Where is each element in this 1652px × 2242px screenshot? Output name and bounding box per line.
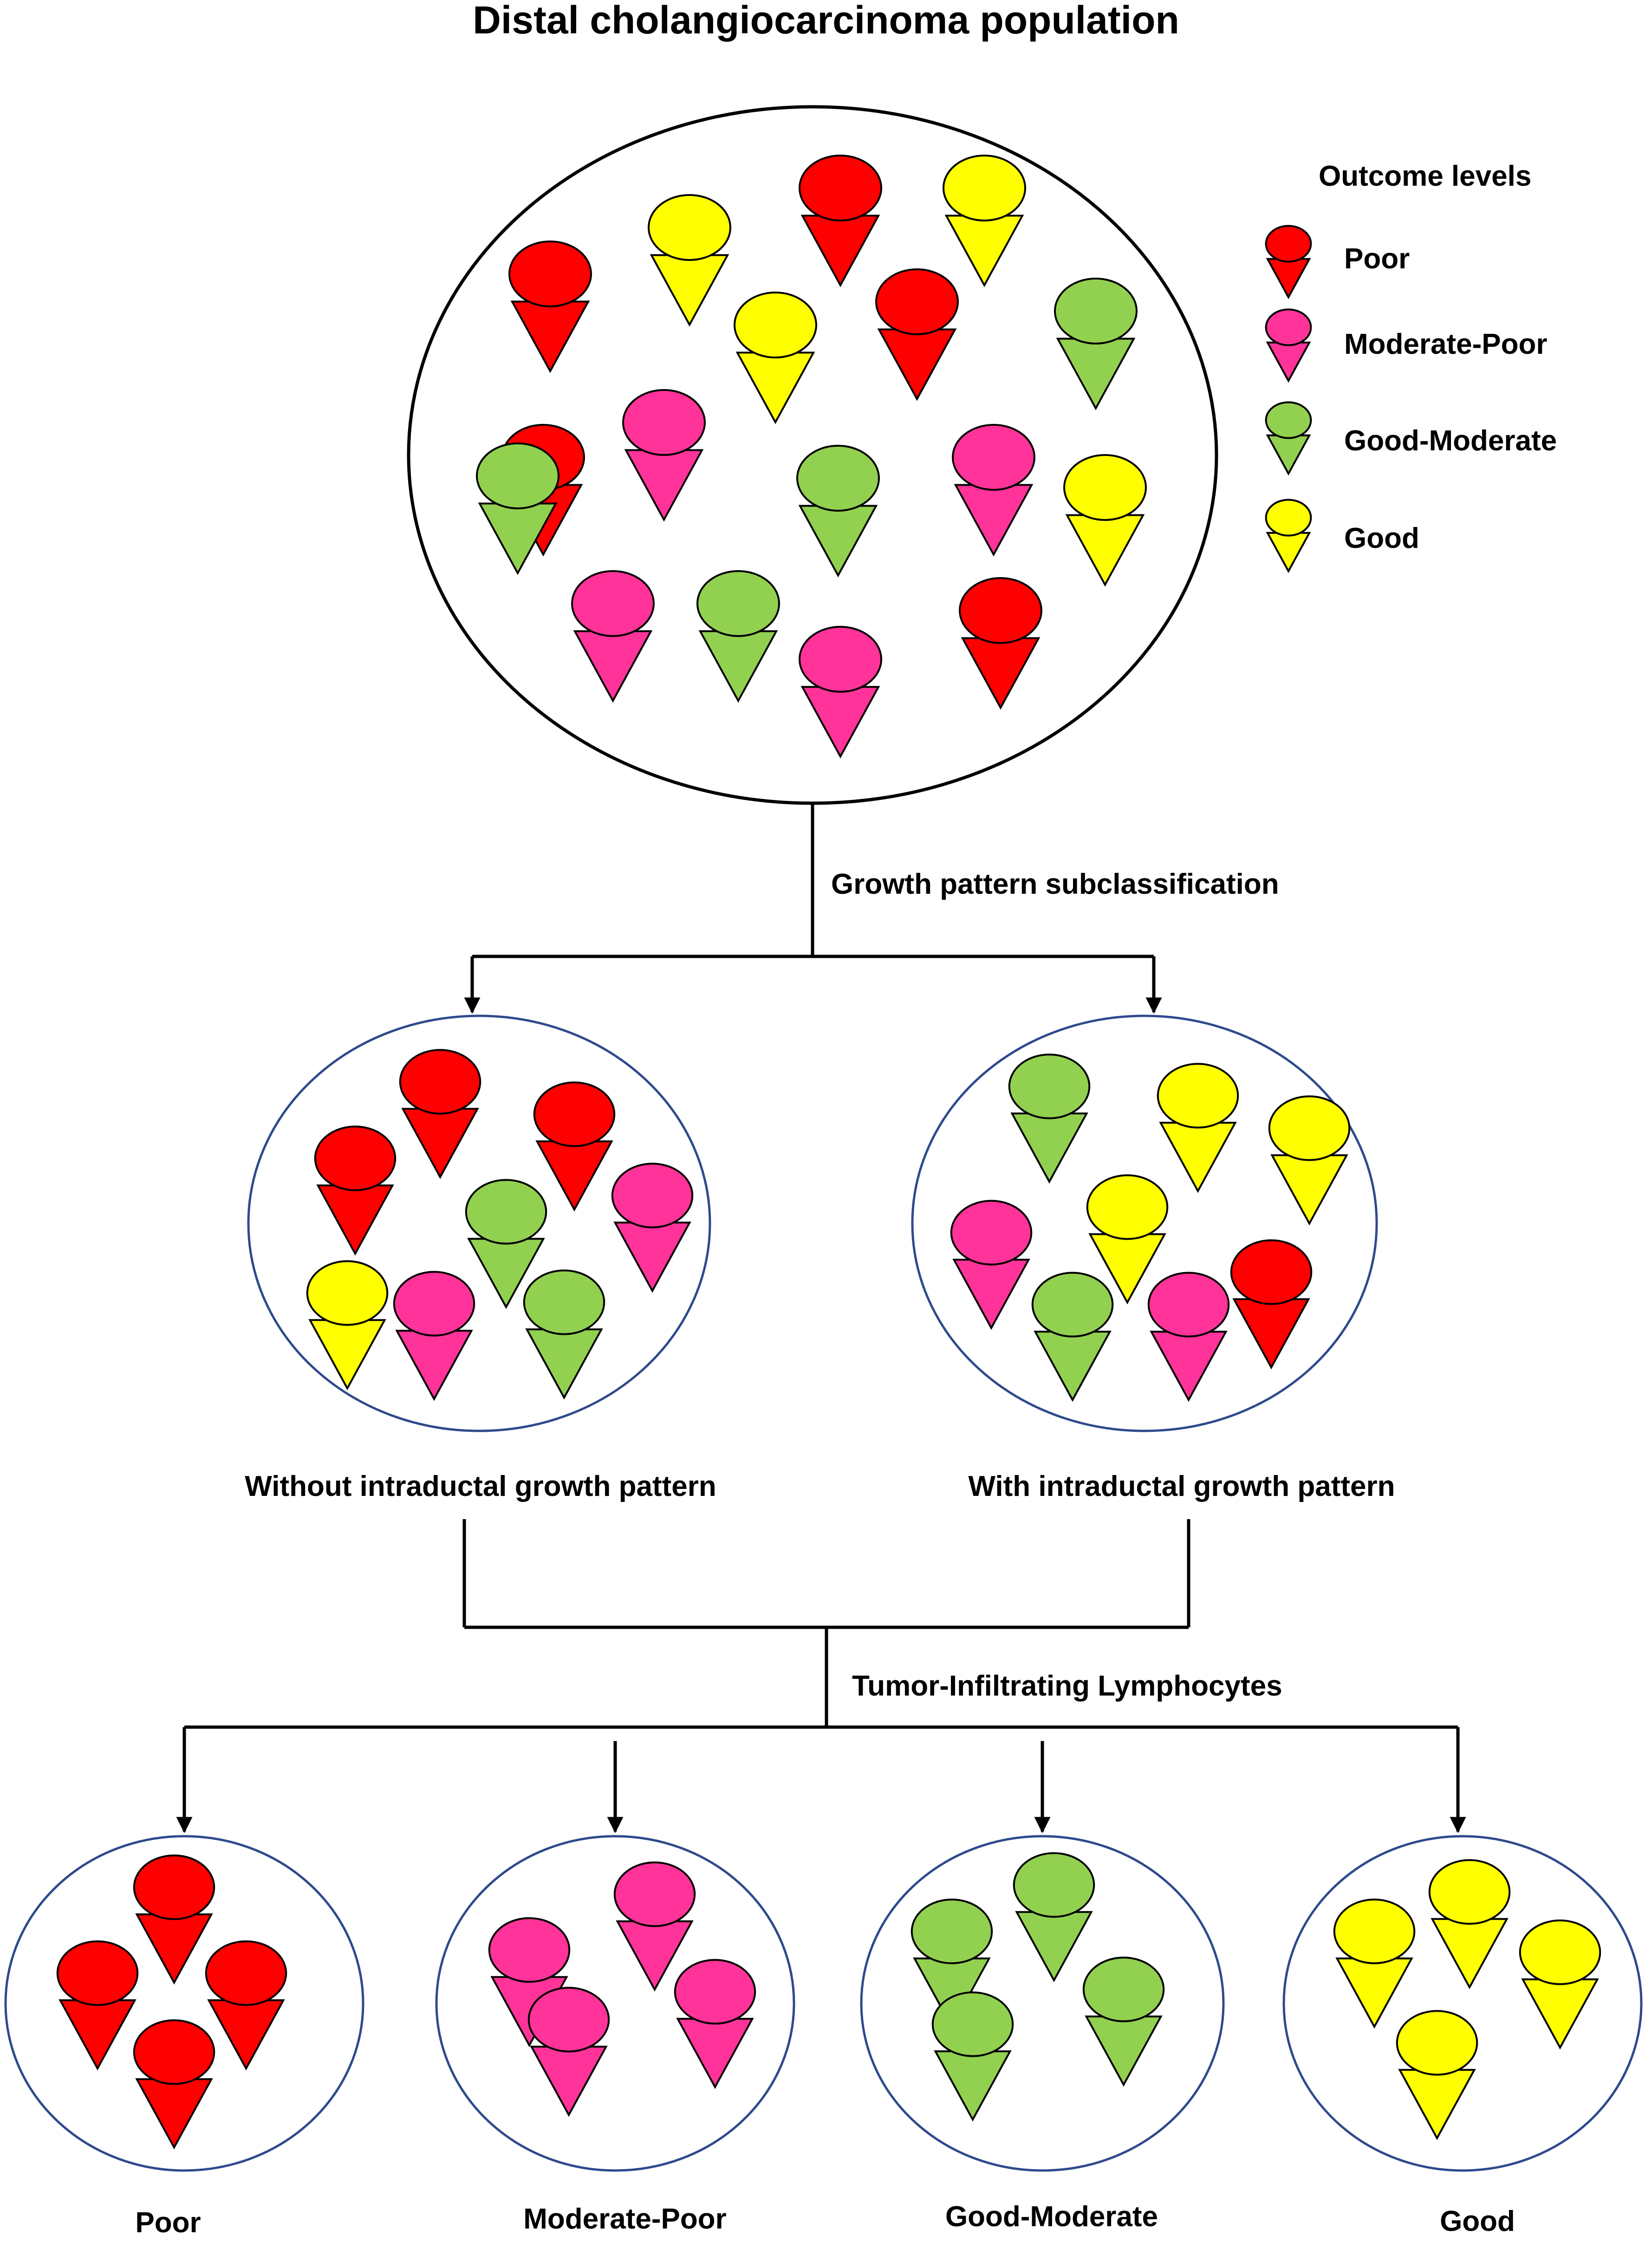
figure-good-moderate: [1031, 1272, 1114, 1402]
outcome-label-good: Good: [1440, 2205, 1515, 2237]
outcome-figures-good-moderate: [911, 1852, 1165, 2122]
figure-poor: [205, 1940, 287, 2071]
legend-label: Moderate-Poor: [1344, 328, 1547, 360]
figure-moderate-poor: [611, 1163, 694, 1293]
outcome-figures-poor: [56, 1854, 287, 2150]
figure-moderate-poor: [1265, 308, 1312, 383]
figure-good: [1157, 1063, 1239, 1193]
figure-moderate-poor: [1147, 1272, 1230, 1402]
outcome-label-moderate-poor: Moderate-Poor: [523, 2203, 726, 2235]
figure-good: [1268, 1095, 1351, 1226]
figure-good: [734, 292, 817, 424]
figure-good-moderate: [1082, 1956, 1165, 2087]
diagram-title: Distal cholangiocarcinoma population: [473, 0, 1179, 42]
legend-item: Good: [1265, 499, 1419, 573]
figure-good-moderate: [1054, 278, 1138, 410]
group-figures-with: [950, 1053, 1351, 1402]
figure-poor: [959, 577, 1042, 710]
figure-good-moderate: [911, 1898, 993, 2029]
legend-label: Good-Moderate: [1344, 425, 1557, 457]
figure-good: [1063, 454, 1147, 587]
outcome-circle-poor: [4, 1835, 364, 2172]
step-label-growth-pattern: Growth pattern subclassification: [831, 868, 1279, 900]
figure-moderate-poor: [622, 389, 706, 522]
outcome-label-good-moderate: Good-Moderate: [945, 2201, 1158, 2233]
legend-swatch-moderate-poor: [1265, 308, 1312, 383]
first-split-connector: [464, 803, 1162, 1014]
outcome-label-poor: Poor: [135, 2207, 201, 2239]
figure-poor: [1230, 1239, 1313, 1370]
group-label-with: With intraductal growth pattern: [968, 1470, 1395, 1502]
figure-poor: [133, 1854, 215, 1985]
legend-item: Moderate-Poor: [1265, 308, 1547, 383]
legend-swatch-good: [1265, 499, 1312, 573]
figure-poor: [133, 2019, 215, 2150]
figure-good-moderate: [1013, 1852, 1095, 1982]
figure-good-moderate: [465, 1179, 547, 1309]
figure-moderate-poor: [527, 1987, 610, 2117]
figure-good: [1428, 1859, 1511, 1989]
legend-swatch-good-moderate: [1265, 401, 1312, 476]
figure-good: [943, 155, 1026, 287]
legend-item: Good-Moderate: [1265, 401, 1557, 476]
figure-moderate-poor: [613, 1861, 696, 1992]
legend-label: Good: [1344, 522, 1419, 554]
figure-poor: [799, 155, 882, 287]
figure-good: [1519, 1919, 1601, 2050]
second-split-connector: [176, 1519, 1466, 1833]
figure-moderate-poor: [393, 1271, 475, 1401]
figure-poor: [533, 1081, 616, 1212]
figure-good: [1333, 1898, 1416, 2029]
figure-good: [1396, 2010, 1478, 2140]
legend-item: Poor: [1265, 225, 1410, 299]
figure-good: [648, 194, 731, 327]
figure-good: [1086, 1174, 1169, 1305]
outcome-figures-good: [1333, 1859, 1601, 2140]
group-figures-without: [306, 1049, 694, 1401]
legend-label: Poor: [1344, 243, 1410, 275]
outcome-figures-moderate-poor: [488, 1861, 756, 2117]
step-label-til: Tumor-Infiltrating Lymphocytes: [852, 1670, 1282, 1702]
figure-good: [1265, 499, 1312, 573]
figure-good-moderate: [931, 1991, 1014, 2122]
legend-title: Outcome levels: [1319, 160, 1531, 192]
figure-moderate-poor: [950, 1200, 1033, 1330]
legend-items: Poor Moderate-Poor Good-Moderate Good: [1265, 225, 1557, 573]
legend-swatch-poor: [1265, 225, 1312, 299]
figure-good-moderate: [796, 445, 880, 578]
population-figures: [476, 155, 1147, 759]
figure-poor: [399, 1049, 481, 1179]
figure-moderate-poor: [799, 626, 882, 759]
figure-good-moderate: [1008, 1053, 1091, 1184]
figure-good-moderate: [476, 442, 559, 575]
figure-moderate-poor: [952, 424, 1035, 557]
group-label-without: Without intraductal growth pattern: [245, 1470, 716, 1502]
figure-good-moderate: [1265, 401, 1312, 476]
figure-moderate-poor: [571, 570, 655, 703]
legend: Outcome levels Poor Moderate-Poor Good-M…: [1265, 160, 1557, 573]
figure-poor: [1265, 225, 1312, 299]
figure-poor: [508, 240, 592, 373]
figure-poor: [56, 1940, 139, 2071]
figure-poor: [875, 268, 959, 401]
figure-good-moderate: [523, 1269, 605, 1400]
figure-moderate-poor: [674, 1959, 756, 2089]
figure-good: [306, 1260, 389, 1391]
figure-poor: [314, 1125, 397, 1256]
figure-good-moderate: [696, 570, 780, 703]
